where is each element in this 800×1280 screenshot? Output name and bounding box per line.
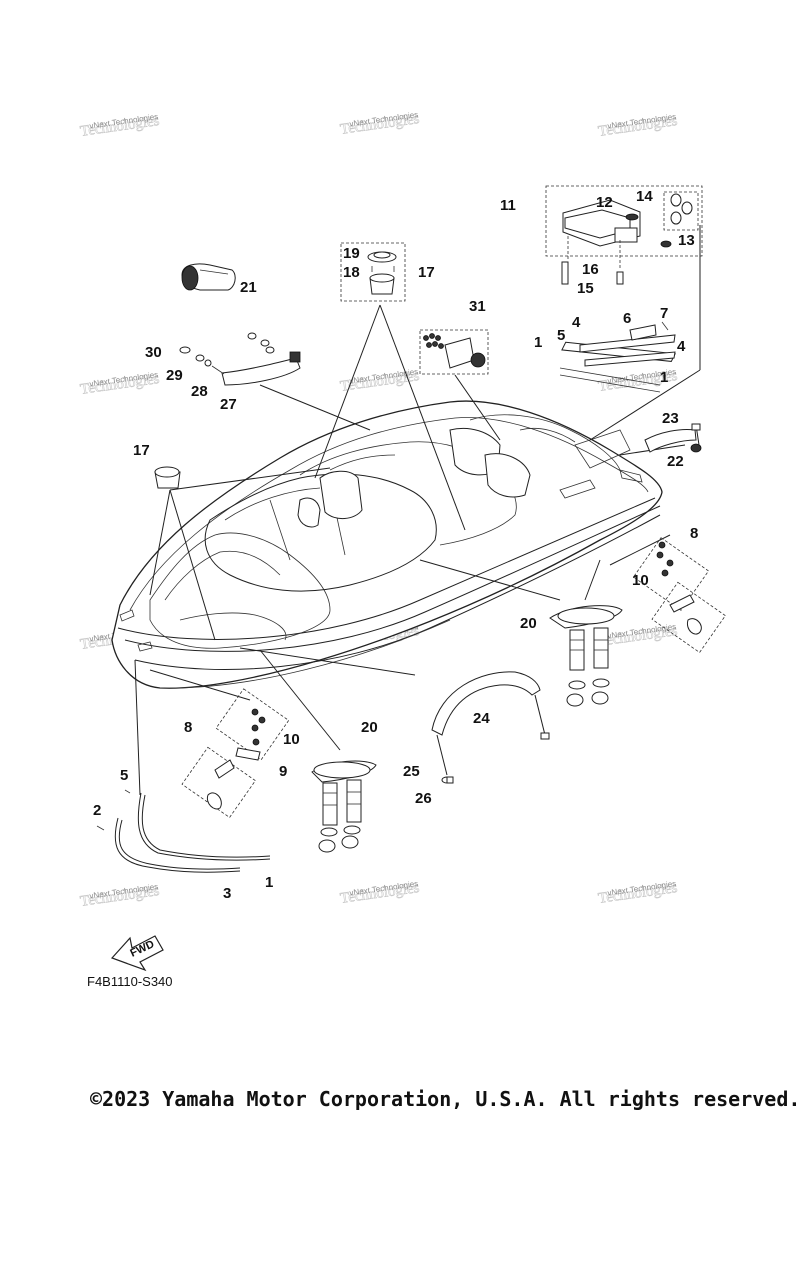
callout-25: 25 <box>403 763 420 780</box>
part-bracket-group-left <box>181 688 290 819</box>
callout-10: 10 <box>632 572 649 589</box>
part-seat-frame-group <box>545 185 703 285</box>
part-popup-cleat-right <box>549 605 623 707</box>
callout-15: 15 <box>577 280 594 297</box>
part-bracket-group-right <box>632 537 726 654</box>
part-stern-cleat <box>644 423 702 453</box>
part-cup-holder <box>154 466 181 489</box>
boat-hull <box>111 400 663 689</box>
part-grab-handle <box>179 332 301 386</box>
callout-11: 11 <box>500 197 516 214</box>
callout-18: 18 <box>343 264 360 281</box>
callout-17: 17 <box>418 264 435 281</box>
callout-10: 10 <box>283 731 300 748</box>
part-popup-cleat-left <box>311 760 377 853</box>
callout-22: 22 <box>667 453 684 470</box>
callout-27: 27 <box>220 396 237 413</box>
callout-5: 5 <box>557 327 565 344</box>
callout-17: 17 <box>133 442 150 459</box>
callout-4: 4 <box>677 338 686 355</box>
callout-23: 23 <box>662 410 679 427</box>
callout-20: 20 <box>520 615 537 632</box>
callout-labels: 1 1 1 2 3 4 4 5 5 6 7 8 8 9 10 10 11 12 … <box>93 188 698 902</box>
callout-24: 24 <box>473 710 490 727</box>
part-cupholder-group <box>340 242 406 302</box>
callout-21: 21 <box>240 279 257 296</box>
callout-7: 7 <box>660 305 668 322</box>
callout-8: 8 <box>184 719 192 736</box>
fwd-arrow-icon: FWD <box>110 935 164 972</box>
part-mirror <box>181 263 236 291</box>
callout-28: 28 <box>191 383 208 400</box>
callout-31: 31 <box>469 298 486 315</box>
copyright-notice: ©2023 Yamaha Motor Corporation, U.S.A. A… <box>90 1087 800 1111</box>
callout-29: 29 <box>166 367 183 384</box>
callout-1: 1 <box>660 369 668 386</box>
callout-5: 5 <box>120 767 128 784</box>
callout-1: 1 <box>265 874 273 891</box>
part-code-label: F4B1110-S340 <box>87 974 173 989</box>
callout-6: 6 <box>623 310 631 327</box>
callout-30: 30 <box>145 344 162 361</box>
part-hull-trim <box>96 789 271 873</box>
callout-12: 12 <box>596 194 613 211</box>
callout-14: 14 <box>636 188 653 205</box>
callout-13: 13 <box>678 232 695 249</box>
part-hull-rails <box>559 321 676 393</box>
callout-4: 4 <box>572 314 581 331</box>
callout-3: 3 <box>223 885 231 902</box>
callout-8: 8 <box>690 525 698 542</box>
callout-2: 2 <box>93 802 101 819</box>
callout-9: 9 <box>279 763 287 780</box>
callout-16: 16 <box>582 261 599 278</box>
leader-lines <box>134 225 701 796</box>
callout-19: 19 <box>343 245 360 262</box>
part-panel-group <box>419 329 489 375</box>
part-grab-rail <box>431 671 550 784</box>
callout-1: 1 <box>534 334 542 351</box>
exploded-parts-diagram: Technologies vNext Technologies Technolo… <box>79 110 726 972</box>
callout-26: 26 <box>415 790 432 807</box>
callout-20: 20 <box>361 719 378 736</box>
